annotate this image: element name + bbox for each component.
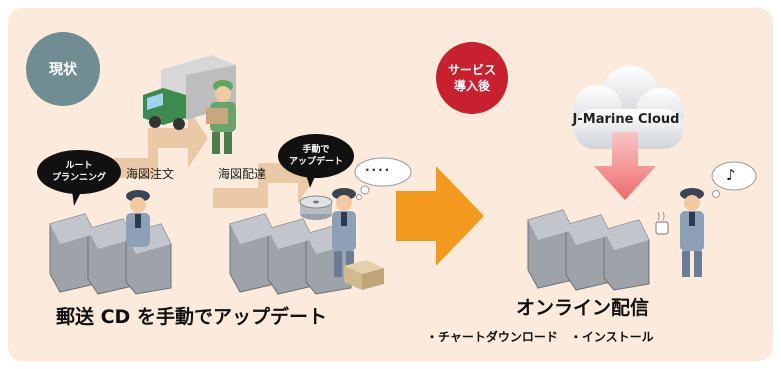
speech-bubble-route-text: ルート プランニング [51, 161, 106, 183]
thought-bubble-dots: ···· [365, 163, 392, 177]
status-badge-after: サービス 導入後 [436, 42, 508, 114]
step-delivery-label: 海図配達 [218, 167, 267, 181]
speech-bubble-manual [278, 134, 354, 188]
delivery-worker-icon [206, 80, 236, 154]
thought-bubble-icon [354, 157, 412, 200]
status-badge-before: 現状 [26, 32, 100, 106]
status-badge-before-label: 現状 [49, 62, 77, 78]
after-caption: オンライン配信 [516, 297, 650, 319]
box-icon [344, 260, 384, 290]
staircase-arrow-icon [108, 108, 318, 208]
cd-stack-icon [299, 195, 333, 220]
step-order-label: 海図注文 [126, 167, 175, 181]
thought-bubble-note [711, 161, 757, 198]
sailor-icon [126, 190, 150, 247]
after-features: ・チャートダウンロード ・インストール [426, 330, 654, 344]
cup-icon [655, 211, 669, 235]
sailor-icon [332, 188, 356, 277]
speech-bubble-manual-text: 手動で アップデート [288, 145, 343, 167]
transition-arrow-icon [396, 166, 484, 266]
sailor-icon [680, 188, 704, 277]
console-icon [527, 209, 650, 291]
download-arrow-icon [594, 132, 656, 200]
before-caption: 郵送 CD を手動でアップデート [56, 306, 327, 328]
speech-bubble-route [37, 150, 121, 206]
cloud-label: J-Marine Cloud [572, 112, 680, 127]
music-note-icon: ♪ [726, 166, 736, 184]
console-icon [49, 213, 172, 295]
cloud-icon [574, 66, 684, 149]
diagram-panel: 現状 海図注文 海図配達 ルート プランニング [8, 8, 773, 361]
